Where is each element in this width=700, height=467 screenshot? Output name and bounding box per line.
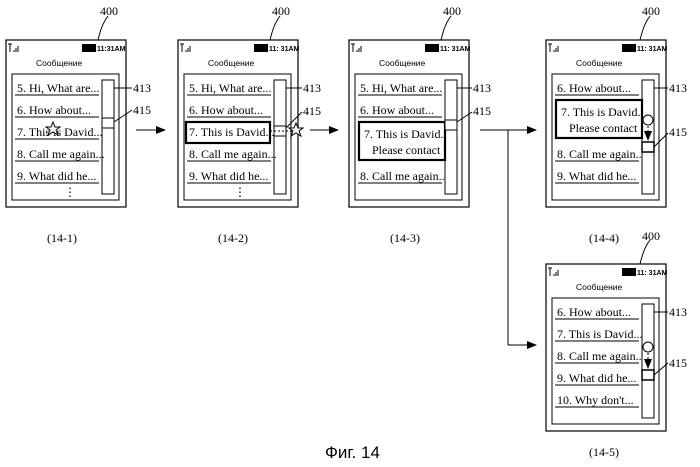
more-indicator: ⋮ — [64, 185, 76, 199]
expanded-message-line[interactable]: 7. This is David. — [364, 127, 443, 141]
phone-panel-14-3: 11: 31AM Сообщение 5. Hi, What are... 6.… — [349, 40, 471, 207]
list-item[interactable]: 10. Why don't... — [557, 393, 634, 407]
list-item[interactable]: 6. How about... — [189, 103, 263, 117]
reference-numeral-400: 400 — [443, 4, 461, 18]
panel-label: (14-4) — [589, 231, 619, 245]
list-item[interactable]: 5. Hi, What are... — [360, 81, 442, 95]
expanded-message-line[interactable]: Please contact — [372, 143, 441, 157]
scroll-slider[interactable] — [642, 142, 654, 152]
list-item[interactable]: 6. How about... — [17, 103, 91, 117]
scroll-slider[interactable] — [642, 370, 654, 380]
scroll-slider[interactable] — [102, 118, 114, 128]
signal-icon — [180, 44, 190, 52]
callout-leader — [286, 112, 302, 128]
battery-icon — [622, 44, 636, 52]
reference-numeral-400: 400 — [642, 229, 660, 243]
list-item[interactable]: 9. What did he... — [557, 371, 636, 385]
callout-415: 415 — [133, 103, 151, 117]
callout-413: 413 — [133, 81, 151, 95]
callout-415: 415 — [473, 104, 491, 118]
list-item[interactable]: 5. Hi, What are... — [189, 81, 271, 95]
signal-icon — [548, 44, 558, 52]
screen-title: Сообщение — [576, 58, 623, 68]
status-time: 11: 31AM — [440, 46, 471, 53]
reference-numeral-400: 400 — [272, 4, 290, 18]
callout-415: 415 — [669, 356, 687, 370]
screen-title: Сообщение — [36, 58, 83, 68]
callout-413: 413 — [473, 81, 491, 95]
panel-label: (14-1) — [47, 231, 77, 245]
panel-label: (14-5) — [589, 445, 619, 459]
battery-icon — [254, 44, 268, 52]
battery-icon — [622, 268, 636, 276]
list-item-selected[interactable]: 7. This is David... — [189, 125, 274, 139]
battery-icon — [82, 44, 96, 52]
status-time: 11: 31AM — [637, 270, 668, 277]
list-item[interactable]: 7. This is David... — [557, 327, 642, 341]
callout-413: 413 — [669, 81, 687, 95]
list-item[interactable]: 6. How about... — [557, 81, 631, 95]
scrollbar[interactable] — [274, 80, 286, 194]
list-item[interactable]: 8. Call me again... — [189, 147, 277, 161]
scrollbar[interactable] — [445, 80, 457, 194]
list-item[interactable]: 9. What did he... — [189, 169, 268, 183]
callout-415: 415 — [669, 125, 687, 139]
list-item[interactable]: 8. Call me again.. — [557, 349, 642, 363]
list-item[interactable]: 6. How about... — [360, 103, 434, 117]
phone-panel-14-5: 11: 31AM Сообщение 6. How about... 7. Th… — [546, 264, 668, 431]
slider-start-marker — [643, 115, 653, 125]
battery-icon — [425, 44, 439, 52]
expanded-message-line[interactable]: Please contact — [569, 121, 638, 135]
screen-title: Сообщение — [379, 58, 426, 68]
panel-label: (14-2) — [218, 231, 248, 245]
callout-413: 413 — [669, 305, 687, 319]
list-item[interactable]: 8. Call me again.. — [557, 147, 642, 161]
screen-title: Сообщение — [208, 58, 255, 68]
reference-numeral-400: 400 — [100, 4, 118, 18]
expanded-message-line[interactable]: 7. This is David. — [561, 105, 640, 119]
panel-label: (14-3) — [390, 231, 420, 245]
list-item[interactable]: 9. What did he... — [17, 169, 96, 183]
list-item[interactable]: 9. What did he... — [557, 169, 636, 183]
list-item[interactable]: 8. Call me again... — [17, 147, 105, 161]
phone-panel-14-4: 11: 31AM Сообщение 6. How about... 7. Th… — [546, 40, 668, 207]
status-time: 11: 31AM — [269, 46, 300, 53]
reference-numeral-400: 400 — [642, 4, 660, 18]
phone-panel-14-1: 11:31AM Сообщение 5. Hi, What are... 6. … — [6, 40, 126, 207]
list-item[interactable]: 8. Call me again.. — [360, 169, 445, 183]
phone-panel-14-2: 11: 31AM Сообщение 5. Hi, What are... 6.… — [178, 40, 303, 207]
scrollbar[interactable] — [642, 80, 654, 194]
signal-icon — [548, 268, 558, 276]
signal-icon — [351, 44, 361, 52]
callout-413: 413 — [303, 81, 321, 95]
callout-415: 415 — [303, 104, 321, 118]
figure-caption: Фиг. 14 — [325, 443, 380, 462]
callout-leader — [114, 110, 132, 122]
signal-icon — [8, 44, 18, 52]
screen-title: Сообщение — [576, 282, 623, 292]
callout-leader — [457, 112, 472, 122]
scroll-slider[interactable] — [445, 120, 457, 130]
status-time: 11:31AM — [97, 46, 126, 53]
scrollbar[interactable] — [102, 80, 114, 194]
more-indicator: ⋮ — [234, 185, 246, 199]
slider-start-marker — [643, 342, 653, 352]
list-item[interactable]: 6. How about... — [557, 305, 631, 319]
status-time: 11: 31AM — [637, 46, 668, 53]
list-item[interactable]: 5. Hi, What are... — [17, 81, 99, 95]
